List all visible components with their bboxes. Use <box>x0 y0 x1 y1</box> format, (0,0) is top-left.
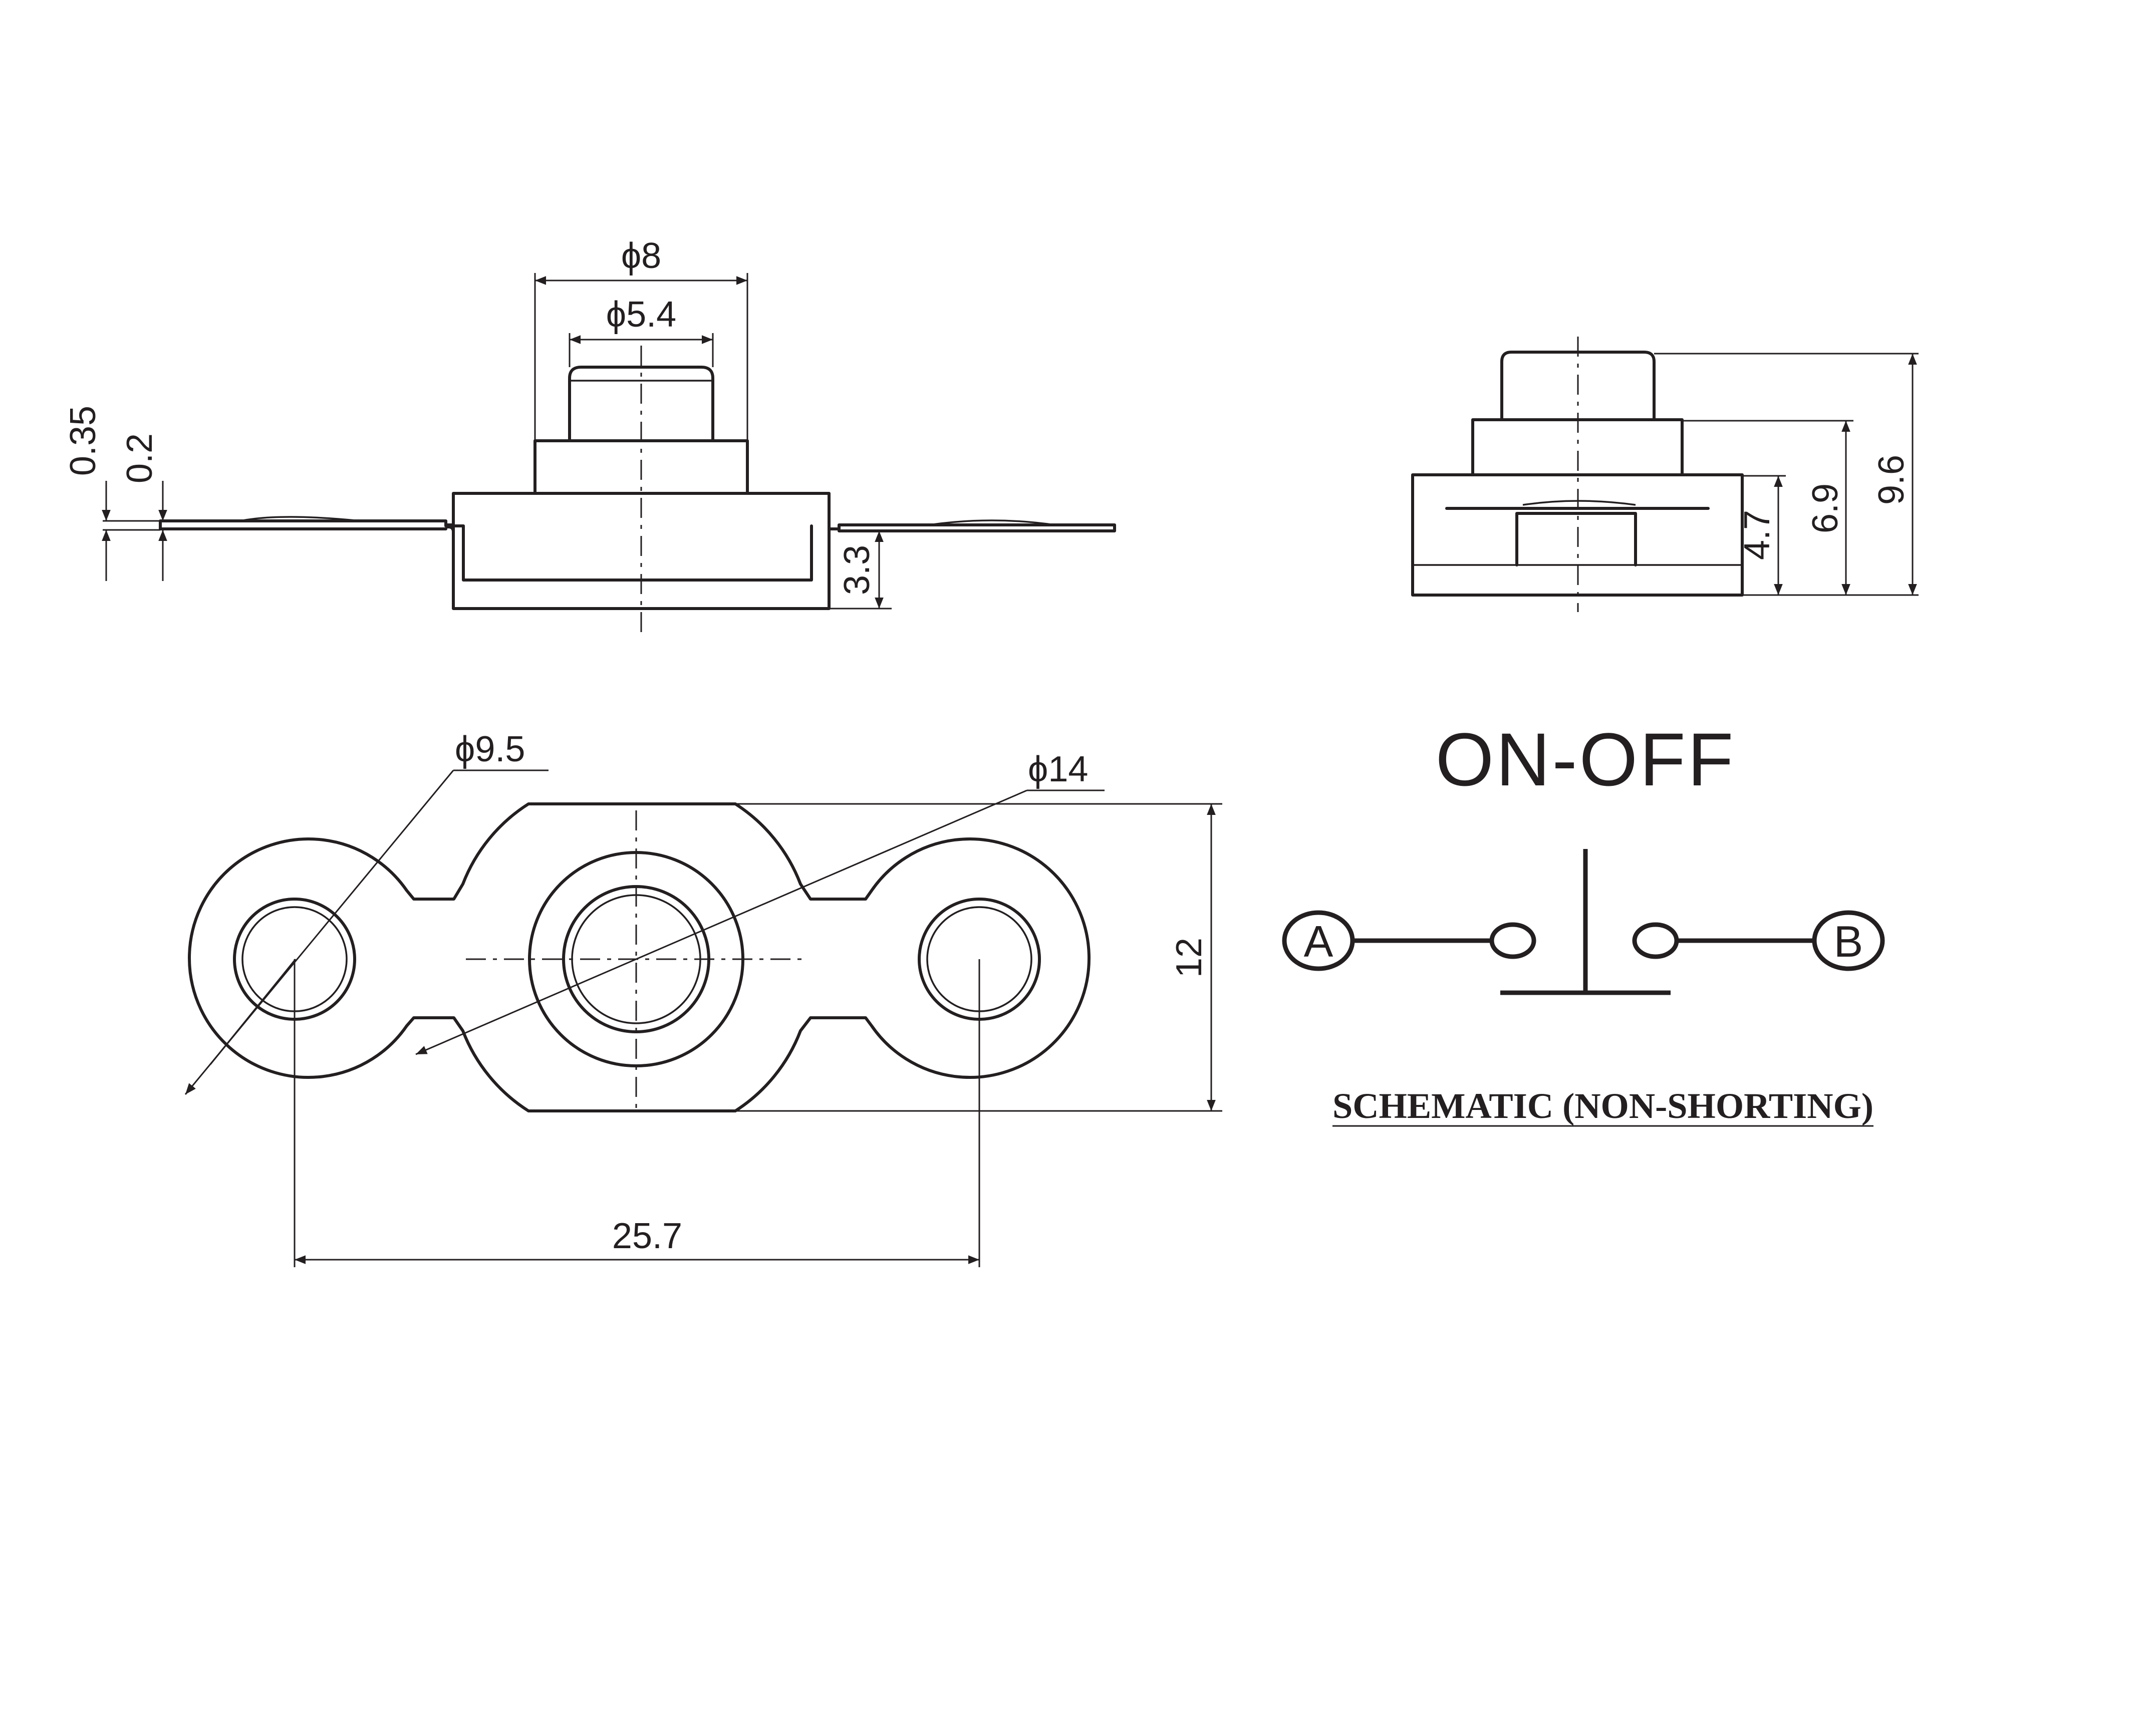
contact-a <box>1489 922 1536 959</box>
dim-label-47: 4.7 <box>1737 510 1777 560</box>
front-button-cap <box>568 366 714 442</box>
dim-label-phi95: ϕ9.5 <box>455 729 525 769</box>
schematic: ON-OFF A B SCHEMATIC (NON-SHORTING) <box>1282 717 1885 1127</box>
front-view: ϕ8 ϕ5.4 0.35 0.2 3.3 <box>63 236 1116 634</box>
top-view: ϕ9.5 ϕ14 12 25.7 <box>184 729 1222 1267</box>
side-view: 4.7 6.9 9.6 <box>1411 337 1919 612</box>
terminal-a-label: A <box>1304 917 1333 966</box>
schematic-title: ON-OFF <box>1436 717 1736 801</box>
side-contact-dome <box>1522 500 1636 506</box>
dim-label-96: 9.6 <box>1871 455 1912 505</box>
dim-label-035: 0.35 <box>63 406 103 476</box>
dim-label-257: 25.7 <box>612 1216 682 1256</box>
front-left-terminal-strip <box>159 519 465 530</box>
contact-b <box>1632 922 1679 959</box>
dim-label-12: 12 <box>1169 938 1209 978</box>
front-right-rivet <box>929 519 1055 526</box>
terminal-b-label: B <box>1834 917 1863 966</box>
dim-label-69: 6.9 <box>1805 483 1845 533</box>
terminal-b-circle <box>1812 910 1885 971</box>
dim-label-02: 0.2 <box>120 433 160 483</box>
dim-label-phi14: ϕ14 <box>1028 749 1088 789</box>
front-right-terminal-strip <box>828 523 1116 532</box>
dim-label-phi8: ϕ8 <box>621 236 661 276</box>
dim-phi95-leader-inner <box>209 959 297 1065</box>
schematic-caption: SCHEMATIC (NON-SHORTING) <box>1332 1086 1873 1126</box>
dim-label-phi54: ϕ5.4 <box>606 295 676 335</box>
dim-phi14-leader <box>415 789 1027 1055</box>
front-base-inner-cavity <box>462 524 813 582</box>
dim-label-33: 3.3 <box>837 545 877 595</box>
front-left-rivet <box>240 516 361 522</box>
side-inner-profile <box>1515 512 1637 566</box>
